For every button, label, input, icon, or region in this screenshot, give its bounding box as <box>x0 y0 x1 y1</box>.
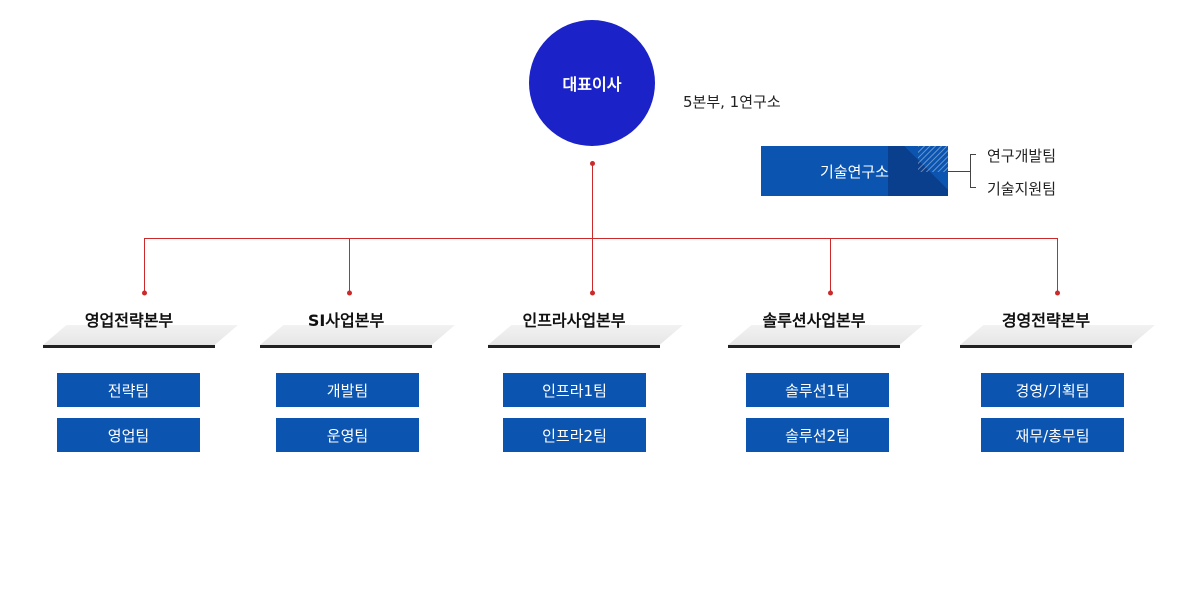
division-underline <box>488 345 660 348</box>
team-box: 전략팀 <box>57 373 200 407</box>
division-header: 인프라사업본부 <box>488 307 688 348</box>
division-plate <box>960 325 1155 345</box>
ceo-label: 대표이사 <box>562 75 622 94</box>
connector-dot <box>590 161 595 166</box>
team-box: 솔루션1팀 <box>746 373 889 407</box>
team-box: 인프라1팀 <box>503 373 646 407</box>
connector-dot <box>1055 290 1060 296</box>
connector-dot <box>590 290 595 296</box>
division-header: 경영전략본부 <box>960 307 1160 348</box>
division-name: 인프라사업본부 <box>522 311 626 330</box>
division-plate <box>260 325 455 345</box>
division-plate <box>488 325 683 345</box>
division-plate <box>728 325 923 345</box>
connector-dot <box>347 290 352 296</box>
team-box: 재무/총무팀 <box>981 418 1124 452</box>
division-header: 솔루션사업본부 <box>728 307 928 348</box>
lab-stripe-decoration <box>888 146 948 196</box>
team-box: 운영팀 <box>276 418 419 452</box>
division-underline <box>728 345 900 348</box>
team-box: 솔루션2팀 <box>746 418 889 452</box>
division-name: 영업전략본부 <box>84 311 174 330</box>
division-underline <box>43 345 215 348</box>
division-name: 솔루션사업본부 <box>762 311 866 330</box>
division-underline <box>260 345 432 348</box>
division-underline <box>960 345 1132 348</box>
connector-dot <box>142 290 147 296</box>
lab-bracket <box>970 154 976 188</box>
division-name: 경영전략본부 <box>1001 311 1091 330</box>
lab-label: 기술연구소 <box>819 162 889 181</box>
ceo-node: 대표이사 <box>529 20 655 146</box>
org-summary: 5본부, 1연구소 <box>683 93 781 111</box>
team-box: 영업팀 <box>57 418 200 452</box>
team-box: 경영/기획팀 <box>981 373 1124 407</box>
division-header: 영업전략본부 <box>43 307 243 348</box>
division-header: SI사업본부 <box>260 307 460 348</box>
team-box: 인프라2팀 <box>503 418 646 452</box>
lab-team-item: 연구개발팀 <box>987 147 1057 165</box>
division-name: SI사업본부 <box>307 311 385 330</box>
lab-team-item: 기술지원팀 <box>987 180 1057 198</box>
division-plate <box>43 325 238 345</box>
connector-dot <box>828 290 833 296</box>
team-box: 개발팀 <box>276 373 419 407</box>
lab-node: 기술연구소 <box>761 146 948 196</box>
